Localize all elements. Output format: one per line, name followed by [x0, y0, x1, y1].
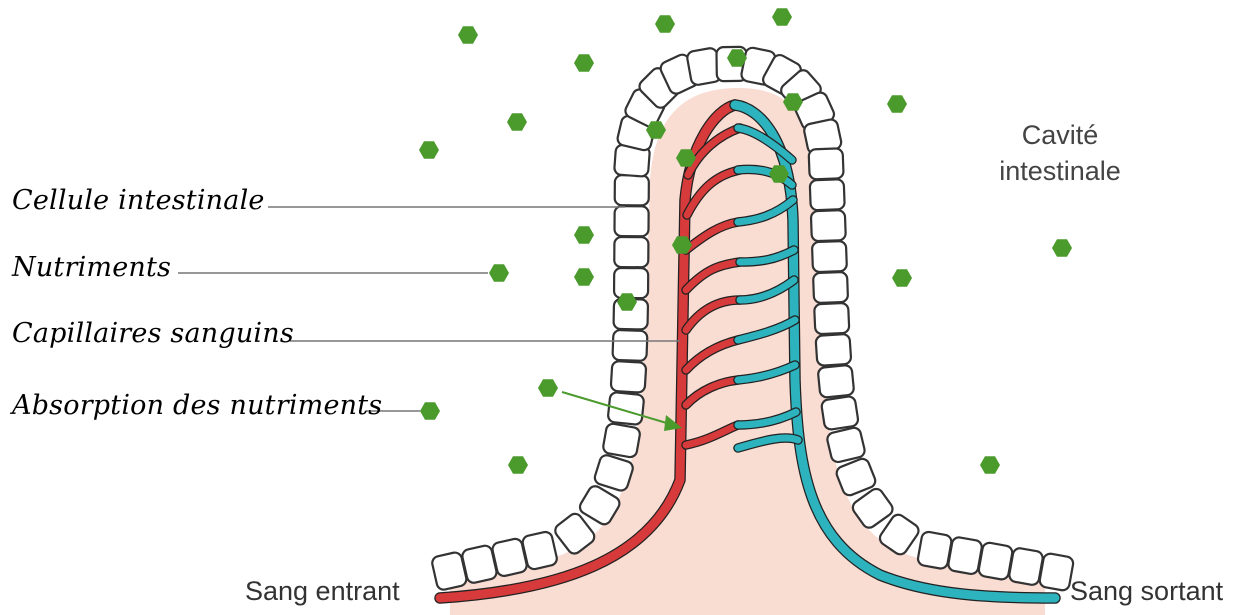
- cell-body: [812, 241, 847, 272]
- label-nutriments: Nutriments: [12, 252, 171, 283]
- cell: [1039, 553, 1075, 592]
- cell: [614, 206, 648, 236]
- cell-body: [521, 531, 558, 571]
- nutrient-hexagon: [508, 456, 528, 473]
- cell-body: [810, 179, 845, 210]
- cell: [521, 531, 558, 571]
- label-capillaires-sanguins: Capillaires sanguins: [12, 318, 294, 349]
- nutrient-hexagon: [887, 95, 907, 112]
- cell: [815, 334, 851, 366]
- label-cavite-intestinale: Cavité intestinale: [975, 117, 1145, 189]
- cell-body: [826, 426, 866, 463]
- cell-body: [813, 272, 848, 303]
- cell: [947, 536, 983, 575]
- label-sang-entrant: Sang entrant: [245, 576, 400, 607]
- cell: [614, 237, 648, 267]
- cell-body: [614, 237, 648, 267]
- cell: [1008, 547, 1044, 586]
- cell: [813, 272, 848, 303]
- label-cellule-intestinale: Cellule intestinale: [12, 185, 265, 216]
- cell: [809, 148, 844, 179]
- cell: [602, 423, 641, 458]
- cell-body: [818, 365, 855, 398]
- cell: [811, 210, 846, 241]
- cell-body: [607, 392, 644, 425]
- cavity-line-2: intestinale: [975, 153, 1145, 189]
- nutrient-hexagon: [538, 379, 558, 396]
- nutrient-hexagon: [458, 26, 478, 43]
- nutrient-hexagon: [507, 113, 527, 130]
- cell: [607, 392, 644, 425]
- cell: [812, 241, 847, 272]
- nutrient-hexagon: [1052, 239, 1072, 256]
- nutrient-hexagon: [420, 402, 440, 419]
- cell-body: [1008, 547, 1044, 586]
- cavity-line-1: Cavité: [975, 117, 1145, 153]
- cell-body: [947, 536, 983, 575]
- label-sang-sortant: Sang sortant: [1070, 576, 1223, 607]
- nutrient-hexagon: [574, 54, 594, 71]
- cell-body: [602, 423, 641, 458]
- cell: [611, 361, 647, 393]
- cell-body: [821, 396, 859, 431]
- cell-body: [815, 334, 851, 366]
- cell-body: [811, 210, 846, 241]
- cell: [810, 179, 845, 210]
- cell: [612, 330, 647, 361]
- cell-body: [809, 148, 844, 179]
- cell: [917, 531, 953, 570]
- nutrient-hexagon: [892, 269, 912, 286]
- nutrient-hexagon: [419, 141, 439, 158]
- cell-body: [917, 531, 953, 570]
- cell: [814, 303, 849, 334]
- cell-body: [1039, 553, 1075, 592]
- cell-body: [612, 330, 647, 361]
- cell: [978, 542, 1014, 581]
- cell: [818, 365, 855, 398]
- cell-body: [615, 175, 649, 205]
- label-absorption-des-nutriments: Absorption des nutriments: [12, 390, 382, 421]
- nutrient-hexagon: [772, 8, 792, 25]
- cell-body: [978, 542, 1014, 581]
- cell: [821, 396, 859, 431]
- nutrient-hexagon: [489, 264, 509, 281]
- nutrient-hexagon: [980, 456, 1000, 473]
- cell-body: [814, 303, 849, 334]
- nutrient-hexagon: [574, 226, 594, 243]
- nutrient-hexagon: [655, 15, 675, 32]
- cell: [826, 426, 866, 463]
- cell-body: [614, 206, 648, 236]
- cell-body: [611, 361, 647, 393]
- nutrient-hexagon: [574, 268, 594, 285]
- cell: [615, 175, 649, 205]
